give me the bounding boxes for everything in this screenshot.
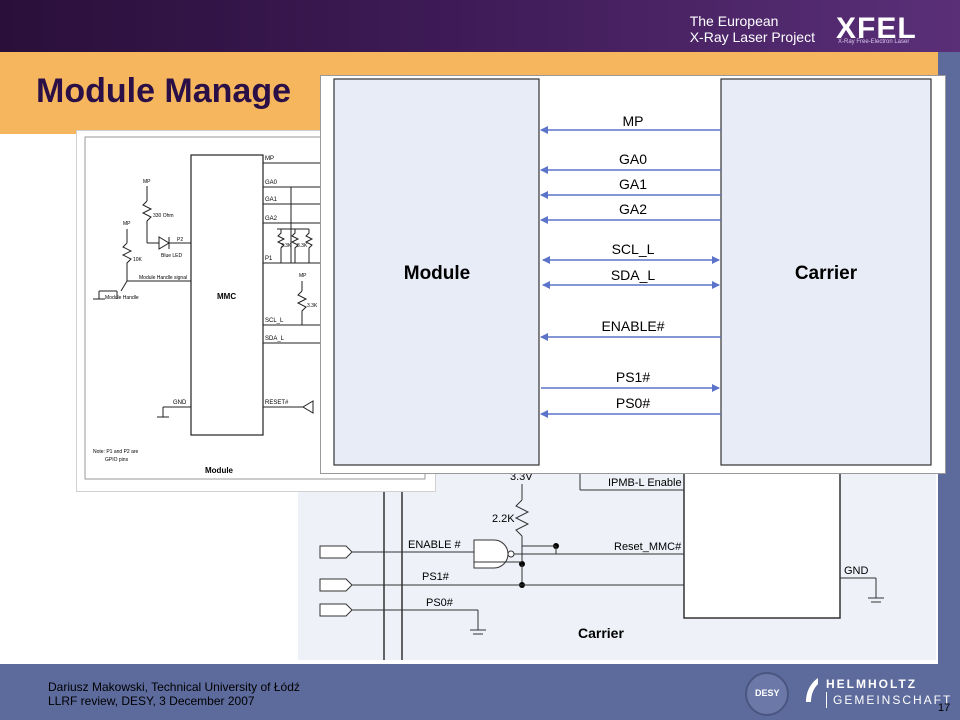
- r330-label: 330 Ohm: [153, 213, 174, 219]
- led-label: Blue LED: [161, 253, 183, 259]
- desy-logo: DESY: [745, 672, 789, 716]
- xfel-logo-subtext: X-Ray Free-Electron Laser: [838, 39, 910, 45]
- footer-credits: Dariusz Makowski, Technical University o…: [48, 680, 300, 708]
- helmholtz-mark-icon: [806, 678, 818, 702]
- footer-author: Dariusz Makowski, Technical University o…: [48, 680, 300, 694]
- reset-mmc-label: Reset_MMC#: [614, 541, 682, 553]
- sig-mp: MP: [265, 156, 274, 162]
- slide-title: Module Manage: [36, 72, 292, 110]
- project-line-1: The European: [689, 13, 779, 29]
- r33k-2: 3.3K: [297, 243, 308, 249]
- ps1-label: PS1#: [422, 571, 450, 583]
- sig-reset: RESET#: [265, 400, 289, 406]
- mmc-chip-label: MMC: [217, 292, 236, 301]
- top-banner: [0, 0, 960, 52]
- sig-ga1: GA1: [265, 197, 278, 203]
- sig-ga2: GA2: [265, 216, 278, 222]
- label-scl: SCL_L: [612, 241, 655, 257]
- carrier-schematic: IPMB-L Enable 3.3V 2.2K Reset_MMC# ENABL…: [298, 440, 936, 660]
- label-ps1: PS1#: [616, 369, 650, 385]
- sig-p1: P1: [265, 256, 273, 262]
- label-sda: SDA_L: [611, 267, 656, 283]
- module-mp-2: MP: [299, 273, 307, 279]
- helmholtz-line-1: HELMHOLTZ: [826, 677, 918, 691]
- xfel-logo: XFEL: [836, 12, 917, 45]
- footer-event: LLRF review, DESY, 3 December 2007: [48, 694, 255, 708]
- r33k-1: 3.3K: [281, 243, 292, 249]
- carrier-gnd-label: GND: [844, 565, 869, 577]
- module-mp-3: MP: [123, 221, 131, 227]
- label-ga0: GA0: [619, 151, 647, 167]
- footer-bar: [0, 664, 960, 720]
- v33-label: 3.3V: [510, 471, 533, 483]
- module-mp-1: MP: [143, 179, 151, 185]
- module-gnd-label: GND: [173, 400, 187, 406]
- r33k-3: 3.3K: [307, 303, 318, 309]
- carrier-schematic-title: Carrier: [578, 625, 624, 641]
- carrier-block: [720, 78, 932, 466]
- note-line-2: GPIO pins: [105, 457, 129, 463]
- desy-logo-text: DESY: [755, 688, 780, 698]
- project-name: The European X-Ray Laser Project: [690, 13, 815, 45]
- label-ga1: GA1: [619, 176, 647, 192]
- sig-scl: SCL_L: [265, 318, 284, 324]
- sig-sda: SDA_L: [265, 336, 285, 342]
- r10k-label: 10K: [133, 257, 143, 263]
- r22k-label: 2.2K: [492, 513, 515, 525]
- module-schematic-title: Module: [205, 466, 234, 475]
- label-mp: MP: [623, 113, 644, 129]
- page-number: 17: [938, 702, 951, 714]
- handle-signal-label: Module Handle signal: [139, 275, 187, 281]
- ipmb-label: IPMB-L Enable: [608, 477, 682, 489]
- module-block-label: Module: [404, 263, 471, 284]
- block-diagram-drawing: Module Carrier MP GA0 GA1 GA2 SCL_L SDA_…: [321, 76, 945, 473]
- enable-label: ENABLE #: [408, 539, 461, 551]
- label-ps0: PS0#: [616, 395, 650, 411]
- project-line-2: X-Ray Laser Project: [689, 29, 815, 45]
- module-carrier-block-diagram: Module Carrier MP GA0 GA1 GA2 SCL_L SDA_…: [320, 75, 946, 474]
- carrier-block-label: Carrier: [795, 263, 858, 284]
- handle-label: Module Handle: [105, 295, 139, 301]
- ps0-label: PS0#: [426, 597, 454, 609]
- p2-label: P2: [177, 237, 183, 243]
- helmholtz-logo: HELMHOLTZ GEMEINSCHAFT: [826, 676, 952, 708]
- sig-ga0: GA0: [265, 180, 278, 186]
- label-enable: ENABLE#: [601, 318, 664, 334]
- note-line-1: Note: P1 and P2 are: [93, 449, 139, 455]
- module-block: [333, 78, 540, 466]
- helmholtz-line-2: GEMEINSCHAFT: [826, 692, 952, 708]
- label-ga2: GA2: [619, 201, 647, 217]
